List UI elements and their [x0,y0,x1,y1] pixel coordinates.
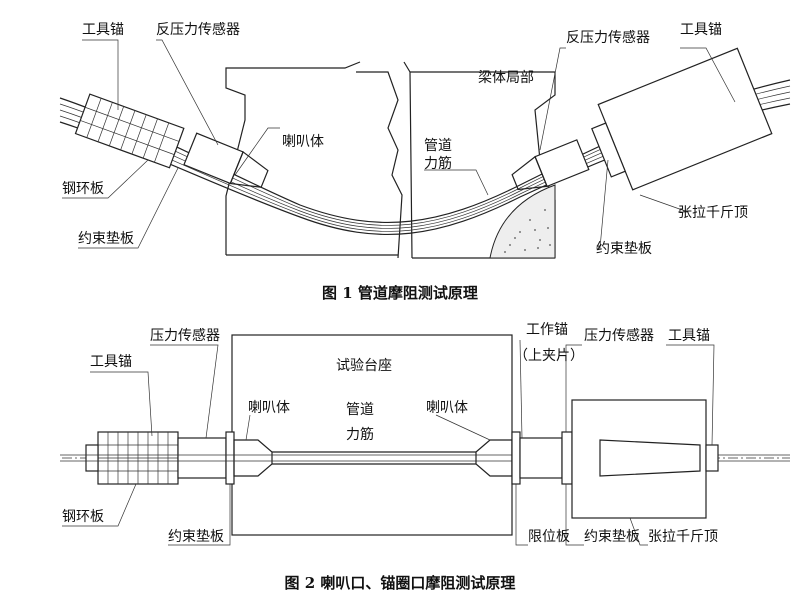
fig2-label-upper-clip: （上夹片） [514,348,584,364]
tool-anchor-left-2 [85,431,179,485]
fig2-label-work-anchor: 工作锚 [526,322,568,338]
fig1-label-tendon: 力筋 [424,155,452,172]
fig2-label-steel-ring-plate: 钢环板 [62,509,104,525]
tool-anchor-right-2 [705,444,719,472]
fig1-label-steel-ring-plate: 钢环板 [62,181,104,197]
fig2-label-trumpet-right: 喇叭体 [426,400,468,416]
work-anchor [519,437,563,479]
fig2-label-pressure-sensor-left: 压力传感器 [150,327,220,344]
restraint-plate-left-2 [225,431,235,485]
fig2-label-limit-plate: 限位板 [528,529,570,545]
fig2-caption: 图 2 喇叭口、锚圈口摩阻测试原理 [285,574,516,592]
fig2-label-pressure-sensor-right: 压力传感器 [584,327,654,344]
jack-2 [571,399,707,519]
fig1-label-reaction-sensor-left: 反压力传感器 [156,21,240,38]
beam-outline-top [356,71,403,259]
fig2-label-tendon: 力筋 [346,426,374,443]
fig1-label-pipe: 管道 [424,138,452,154]
fig2-label-pipe: 管道 [346,402,374,418]
limit-plate [511,431,521,485]
fig1-label-restraint-plate-left: 约束垫板 [78,231,134,247]
fig2-label-restraint-plate-left: 约束垫板 [168,529,224,545]
tool-anchor-left-grid [74,93,185,169]
figure-2: 工具锚 压力传感器 试验台座 喇叭体 管道 力筋 喇叭体 工作锚 （上夹片） 压… [60,322,790,592]
concrete-section [489,184,556,259]
fig1-label-restraint-plate-right: 约束垫板 [596,241,652,257]
fig2-label-restraint-plate-right: 约束垫板 [584,529,640,545]
jack-right [591,47,773,191]
fig1-label-beam-local: 梁体局部 [478,70,534,86]
fig1-caption: 图 1 管道摩阻测试原理 [322,284,478,302]
fig1-label-reaction-sensor-right: 反压力传感器 [566,29,650,46]
restraint-plate-right-2 [561,431,573,485]
jack-piston [599,439,701,477]
fig1-label-trumpet: 喇叭体 [282,134,324,150]
fig1-label-tool-anchor-right: 工具锚 [680,22,722,38]
figure-1: 工具锚 反压力传感器 喇叭体 钢环板 约束垫板 管道 力筋 梁体局部 反压力传感… [59,21,791,302]
reaction-sensor-left [183,132,269,188]
fig2-label-jack: 张拉千斤顶 [648,529,718,545]
fig2-label-tool-anchor-right: 工具锚 [668,328,710,344]
concrete-dots [504,209,551,253]
leaders-fig2 [62,339,715,546]
reaction-sensor-right [511,139,590,191]
pressure-sensor-left-2 [177,437,227,479]
beam-outline-right [403,61,413,259]
fig2-label-tool-anchor-left: 工具锚 [90,354,132,370]
fig2-label-trumpet-left: 喇叭体 [248,400,290,416]
fig2-label-test-bed: 试验台座 [336,358,392,374]
fig1-label-tool-anchor-left: 工具锚 [82,22,124,38]
leaders-fig1 [62,39,736,249]
test-bed [231,334,513,536]
fig1-label-jack: 张拉千斤顶 [678,205,748,221]
